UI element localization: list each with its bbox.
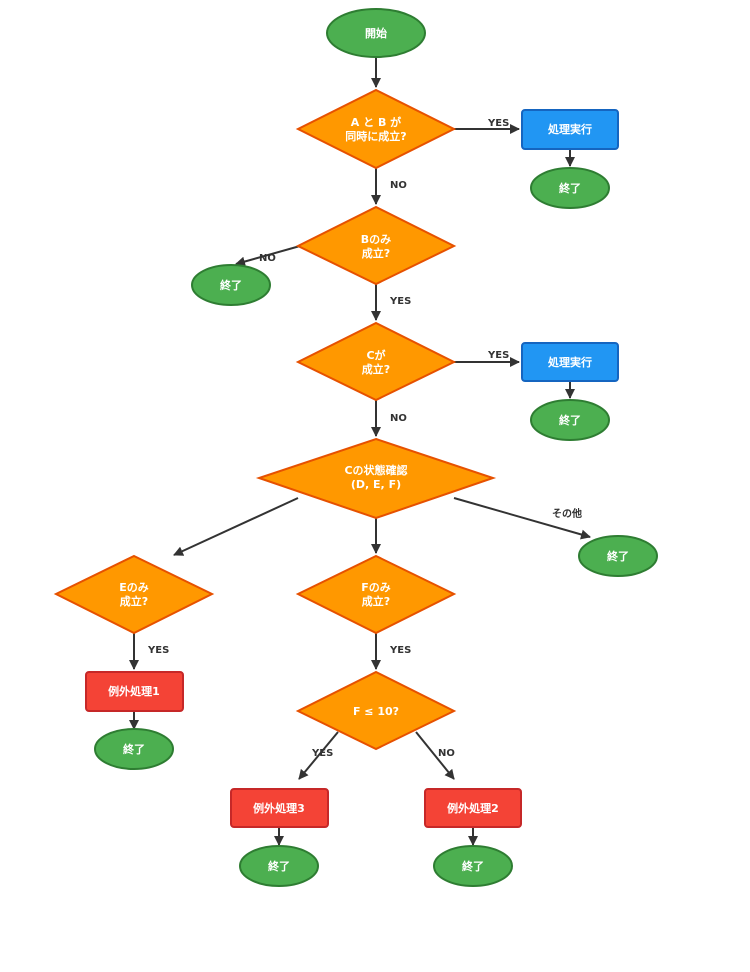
decision-a-and-b-line2: 同時に成立? [345,129,406,143]
exception-3-shape [230,788,329,828]
end-5-label: 終了 [123,742,145,756]
exception-1[interactable]: 例外処理1 [85,671,184,712]
edge-b-to-end2 [235,245,301,267]
end-6-label: 終了 [268,859,290,873]
decision-f-le-10[interactable]: F ≤ 10? [295,670,457,751]
start-node[interactable]: 開始 [326,8,426,58]
end-4-shape [578,535,658,577]
end-node-5[interactable]: 終了 [94,728,174,770]
decision-c[interactable]: Cが 成立? [295,321,457,402]
edge-f10-to-exc2 [415,731,455,780]
edge-f10-to-exc3 [298,731,339,780]
decision-c-state-line2: (D, E, F) [351,478,401,491]
decision-a-and-b[interactable]: A と B が 同時に成立? [295,88,457,170]
edge-label-cs-other: その他 [552,507,582,520]
decision-f-only[interactable]: Fのみ 成立? [295,554,457,635]
edges [129,57,591,846]
decision-e-only-shape [53,554,215,635]
edge-label-f-yes: YES [389,645,411,656]
end-node-1[interactable]: 終了 [530,167,610,209]
process-2-label: 処理実行 [547,355,592,369]
end-1-shape [530,167,610,209]
end-1-label: 終了 [559,181,581,195]
process-1-shape [521,109,619,150]
edge-labels: YES NO NO YES YES NO その他 YES YES YES NO [147,118,582,759]
end-node-3[interactable]: 終了 [530,399,610,441]
decision-c-state-shape [255,437,497,520]
decision-e-only[interactable]: Eのみ 成立? [53,554,215,635]
edge-cs-to-e [173,497,299,556]
decision-b-only-shape [295,205,457,286]
exception-2[interactable]: 例外処理2 [424,788,522,828]
decision-a-and-b-shape [295,88,457,170]
start-label: 開始 [365,26,387,40]
edge-label-e-yes: YES [147,645,169,656]
end-node-2[interactable]: 終了 [191,264,271,306]
end-7-label: 終了 [462,859,484,873]
edge-label-f10-no: NO [438,748,455,759]
end-7-shape [433,845,513,887]
end-3-label: 終了 [559,413,581,427]
decision-c-state[interactable]: Cの状態確認 (D, E, F) [255,437,497,520]
edge-label-c-no: NO [390,413,407,424]
decision-b-only-line2: 成立? [362,246,390,260]
decision-f-only-line2: 成立? [362,594,390,608]
decision-b-only[interactable]: Bのみ 成立? [295,205,457,286]
exception-3[interactable]: 例外処理3 [230,788,329,828]
decision-a-and-b-line1: A と B が [351,115,401,129]
exception-1-label: 例外処理1 [108,684,160,698]
decision-c-shape [295,321,457,402]
exception-2-label: 例外処理2 [447,801,499,815]
end-node-4[interactable]: 終了 [578,535,658,577]
end-4-label: 終了 [607,549,629,563]
decision-c-line2: 成立? [362,362,390,376]
end-2-label: 終了 [220,278,242,292]
edge-cs-to-end4 [453,497,591,540]
decision-c-state-line1: Cの状態確認 [344,463,407,477]
end-2-shape [191,264,271,306]
edge-label-ab-yes: YES [487,118,509,129]
end-node-6[interactable]: 終了 [239,845,319,887]
end-5-shape [94,728,174,770]
process-1[interactable]: 処理実行 [521,109,619,150]
edge-label-b-yes: YES [389,296,411,307]
exception-3-label: 例外処理3 [253,801,305,815]
start-shape [326,8,426,58]
edge-label-c-yes: YES [487,350,509,361]
edge-label-b-no: NO [259,253,276,264]
decision-f-le-10-label: F ≤ 10? [353,705,399,718]
end-3-shape [530,399,610,441]
end-6-shape [239,845,319,887]
decision-b-only-line1: Bのみ [361,233,391,246]
decision-f-only-line1: Fのみ [361,581,391,594]
process-2[interactable]: 処理実行 [521,342,619,382]
exception-2-shape [424,788,522,828]
edge-label-ab-no: NO [390,180,407,191]
end-node-7[interactable]: 終了 [433,845,513,887]
decision-e-only-line2: 成立? [120,594,148,608]
decision-c-line1: Cが [366,348,385,362]
exception-1-shape [85,671,184,712]
decision-f-only-shape [295,554,457,635]
decision-e-only-line1: Eのみ [119,581,149,594]
decision-f-le-10-shape [295,670,457,751]
process-2-shape [521,342,619,382]
process-1-label: 処理実行 [547,122,592,136]
edge-label-f10-yes: YES [311,748,333,759]
